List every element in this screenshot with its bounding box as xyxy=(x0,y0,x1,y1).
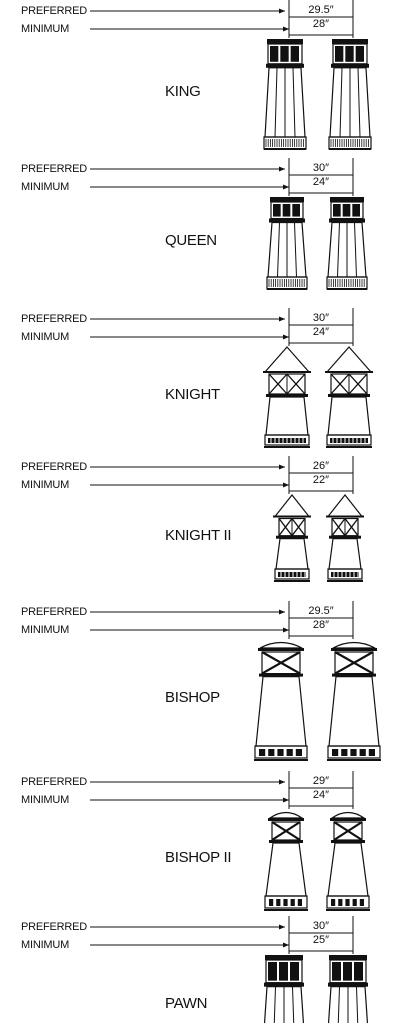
bishop-icon xyxy=(254,641,308,761)
product-section xyxy=(90,308,373,448)
arrowhead xyxy=(279,166,285,172)
arrowhead xyxy=(283,627,289,633)
arrowhead xyxy=(279,8,285,14)
knight-icon xyxy=(263,346,311,448)
minimum-dimension-value: 22″ xyxy=(312,474,330,486)
minimum-label: MINIMUM xyxy=(21,331,70,343)
product-name: PAWN xyxy=(165,995,208,1012)
preferred-dimension-value: 29.5″ xyxy=(308,4,334,16)
preferred-dimension-value: 30″ xyxy=(312,312,330,324)
preferred-label: PREFERRED xyxy=(21,461,88,473)
product-section xyxy=(90,916,369,1023)
minimum-dimension-value: 24″ xyxy=(312,326,330,338)
minimum-label: MINIMUM xyxy=(21,624,70,636)
minimum-label: MINIMUM xyxy=(21,939,70,951)
queen-icon xyxy=(266,197,308,290)
minimum-dimension-value: 28″ xyxy=(312,18,330,30)
bishop-icon xyxy=(327,641,381,761)
preferred-label: PREFERRED xyxy=(21,776,88,788)
arrowhead xyxy=(279,609,285,615)
arrowhead xyxy=(283,797,289,803)
product-name: KNIGHT II xyxy=(165,526,232,544)
minimum-dimension-value: 24″ xyxy=(312,176,330,188)
pawn-icon xyxy=(263,955,305,1023)
preferred-dimension-value: 30″ xyxy=(312,162,330,174)
preferred-dimension-value: 30″ xyxy=(312,920,330,932)
product-name: QUEEN xyxy=(165,231,217,249)
minimum-label: MINIMUM xyxy=(21,181,70,193)
preferred-dimension-value: 26″ xyxy=(312,460,330,472)
product-name: KING xyxy=(165,82,201,100)
preferred-label: PREFERRED xyxy=(21,163,88,175)
preferred-label: PREFERRED xyxy=(21,606,88,618)
arrowhead xyxy=(279,316,285,322)
arrowhead xyxy=(283,334,289,340)
knight-ii-icon xyxy=(326,494,364,582)
product-section xyxy=(90,158,368,290)
knight-icon xyxy=(325,346,373,448)
preferred-dimension-value: 29″ xyxy=(312,775,330,787)
minimum-dimension-value: 28″ xyxy=(312,619,330,631)
king-icon xyxy=(328,39,372,150)
product-section xyxy=(90,0,372,150)
product-section xyxy=(90,456,364,582)
minimum-dimension-value: 24″ xyxy=(312,789,330,801)
preferred-label: PREFERRED xyxy=(21,5,88,17)
product-name: BISHOP xyxy=(165,688,220,706)
knight-ii-icon xyxy=(273,494,311,582)
arrowhead xyxy=(283,26,289,32)
arrowhead xyxy=(279,779,285,785)
product-section xyxy=(90,601,381,761)
product-section xyxy=(90,771,370,911)
arrowhead xyxy=(279,464,285,470)
product-name: BISHOP II xyxy=(165,848,232,866)
minimum-label: MINIMUM xyxy=(21,479,70,491)
preferred-label: PREFERRED xyxy=(21,921,88,933)
king-icon xyxy=(263,39,307,150)
minimum-label: MINIMUM xyxy=(21,23,70,35)
minimum-dimension-value: 25″ xyxy=(312,934,330,946)
minimum-label: MINIMUM xyxy=(21,794,70,806)
arrowhead xyxy=(283,184,289,190)
bishop-ii-icon xyxy=(326,811,370,911)
arrowhead xyxy=(279,924,285,930)
pawn-icon xyxy=(327,955,369,1023)
arrowhead xyxy=(283,942,289,948)
bishop-ii-icon xyxy=(264,811,308,911)
preferred-label: PREFERRED xyxy=(21,313,88,325)
product-name: KNIGHT xyxy=(165,385,220,403)
arrowhead xyxy=(283,482,289,488)
preferred-dimension-value: 29.5″ xyxy=(308,605,334,617)
queen-icon xyxy=(326,197,368,290)
